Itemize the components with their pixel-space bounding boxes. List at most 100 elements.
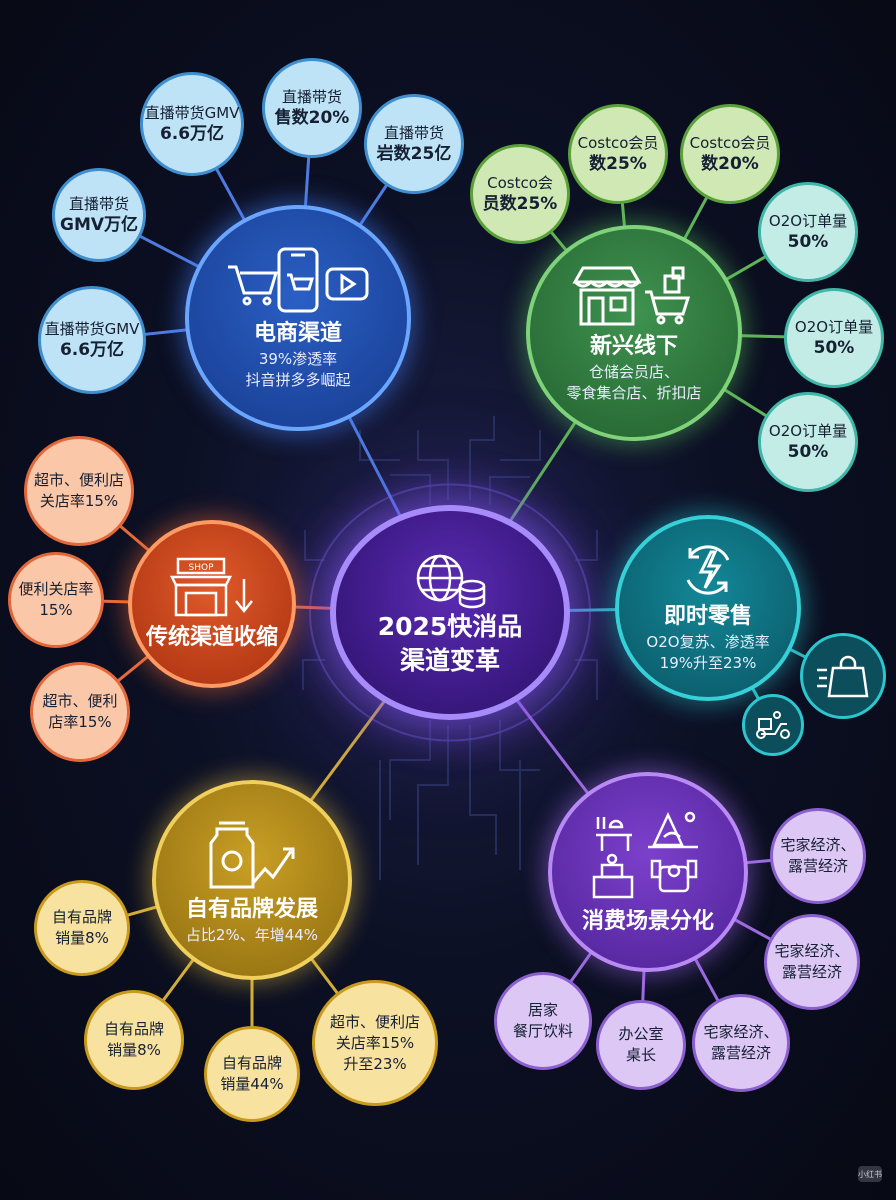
bubble-line: 便利关店率 (18, 580, 94, 598)
hub-ecommerce-sub1: 39%渗透率 (258, 350, 338, 368)
circuit-trace (417, 430, 449, 500)
bubble-value: 销量8% (55, 929, 109, 947)
o2o-bubble-2: O2O订单量 50% (784, 288, 884, 388)
bubble-value: 15% (39, 601, 73, 619)
bubble-line: 办公室 (618, 1025, 664, 1043)
scenes-bubble-4: 办公室 桌长 (596, 1000, 686, 1090)
bubble-value: GMV万亿 (59, 215, 139, 235)
bubble-line: 宅家经济、 (780, 836, 856, 854)
globe-database-icon (416, 554, 486, 608)
circuit-trace (575, 530, 598, 561)
bubble-value: 升至23% (343, 1054, 407, 1073)
bubble-value: 50% (787, 442, 829, 462)
o2o-bubble-1: O2O订单量 50% (758, 182, 858, 282)
hub-private-title: 自有品牌发展 (185, 896, 318, 922)
shopping-bag-icon (817, 655, 869, 698)
hub-offline: 新兴线下 仓储会员店、 零食集合店、折扣店 (526, 225, 742, 441)
bubble-value: 50% (813, 338, 855, 358)
scene-icons (592, 811, 698, 899)
bubble-line: 自有品牌 (221, 1054, 282, 1072)
bubble-line: 直播带货GMV (144, 104, 240, 122)
bubble-line: 宅家经济、 (774, 942, 850, 960)
circuit-trace (575, 659, 598, 700)
bubble-line: 超市、便利店 (33, 471, 124, 489)
hub-instant: 即时零售 O2O复苏、渗透率 19%升至23% (615, 515, 801, 701)
circuit-trace (489, 476, 530, 505)
ecom-bubble-5: 直播带货GMV 6.6万亿 (38, 286, 146, 394)
bubble-line: 直播带货 (68, 195, 129, 213)
offline-bubble-2: Costco会员 数25% (568, 104, 668, 204)
delivery-bubble (742, 694, 804, 756)
hub-instant-title: 即时零售 (663, 604, 752, 629)
shop-sign-text: SHOP (189, 563, 215, 573)
center-title-line2: 渠道变革 (399, 645, 500, 675)
bubble-value: 50% (787, 232, 829, 252)
bubble-line: 直播带货GMV (44, 320, 140, 338)
o2o-bubble-3: O2O订单量 50% (758, 392, 858, 492)
scenes-bubble-2: 宅家经济、 露营经济 (764, 914, 860, 1010)
circuit-trace (390, 474, 431, 505)
hub-scenes-title: 消费场景分化 (581, 909, 714, 934)
bubble-line: 露营经济 (781, 963, 842, 981)
bubble-value: 销量44% (220, 1075, 284, 1093)
hub-ecommerce-sub2: 抖音拼多多崛起 (245, 371, 351, 389)
ecom-bubble-2: 直播带货 售数20% (262, 58, 362, 158)
hub-instant-sub2: 19%升至23% (659, 654, 757, 672)
offline-bubble-1: Costco会 员数25% (470, 144, 570, 244)
bubble-line: Costco会 (487, 174, 553, 192)
hub-offline-title: 新兴线下 (589, 334, 678, 359)
bubble-line: 自有品牌 (51, 908, 112, 926)
bubble-value: 销量8% (107, 1041, 161, 1059)
bubble-line: 露营经济 (787, 857, 848, 875)
bubble-line: 关店率15% (335, 1033, 415, 1052)
bubble-line: O2O订单量 (768, 422, 848, 440)
scenes-bubble-1: 宅家经济、 露营经济 (770, 808, 866, 904)
hub-private: 自有品牌发展 占比2%、年增44% (152, 780, 352, 980)
circuit-trace (499, 720, 540, 771)
bubble-line: 直播带货 (383, 124, 444, 142)
private-bubble-3: 自有品牌 销量44% (204, 1026, 300, 1122)
ecom-bubble-4: 直播带货 GMV万亿 (52, 168, 146, 262)
bubble-line: 直播带货 (281, 88, 342, 106)
hub-offline-sub1: 仓储会员店、 (588, 363, 679, 381)
shopping-bag-bubble (800, 633, 886, 719)
hub-ecommerce-title: 电商渠道 (253, 321, 342, 346)
bag-growth-icon (209, 821, 295, 888)
delivery-scooter-icon (756, 711, 790, 739)
watermark-logo: 小红书 (858, 1166, 882, 1182)
hub-traditional: SHOP 传统渠道收缩 (128, 520, 296, 688)
center-hub: 2025快消品 渠道变革 (330, 505, 570, 720)
hub-offline-sub2: 零食集合店、折扣店 (566, 384, 702, 402)
store-cart-icon (572, 266, 691, 326)
bubble-line: Costco会员 (689, 134, 771, 152)
bubble-value: 店率15% (48, 713, 112, 731)
hub-instant-sub1: O2O复苏、渗透率 (646, 633, 770, 651)
bubble-line: 超市、便利店 (329, 1012, 420, 1031)
trad-bubble-2: 便利关店率 15% (8, 552, 104, 648)
scenes-bubble-3: 宅家经济、 露营经济 (692, 994, 790, 1092)
hub-private-sub1: 占比2%、年增44% (185, 925, 319, 944)
bubble-line: 桌长 (625, 1046, 656, 1064)
cart-phone-video-icon (228, 247, 369, 313)
bubble-line: 超市、便利 (42, 692, 118, 710)
bubble-line: O2O订单量 (794, 318, 874, 336)
bubble-line: 自有品牌 (103, 1020, 164, 1038)
bubble-line: O2O订单量 (768, 212, 848, 230)
bubble-line: 餐厅饮料 (512, 1022, 573, 1040)
circuit-trace (304, 530, 325, 561)
circuit-trace (359, 430, 400, 461)
center-glow-ring (309, 483, 591, 742)
bubble-value: 岩数25亿 (376, 144, 452, 164)
ecom-bubble-3: 直播带货 岩数25亿 (364, 94, 464, 194)
bubble-value: 数25% (589, 154, 647, 174)
offline-bubble-3: Costco会员 数20% (680, 104, 780, 204)
ecom-bubble-1: 直播带货GMV 6.6万亿 (140, 72, 244, 176)
bubble-value: 6.6万亿 (59, 340, 125, 360)
bubble-value: 6.6万亿 (159, 124, 225, 144)
bubble-value: 员数25% (482, 194, 558, 214)
center-title-line1: 2025快消品 (377, 611, 523, 641)
bubble-line: 宅家经济、 (703, 1023, 779, 1041)
hub-scenes: 消费场景分化 (548, 772, 748, 972)
hub-ecommerce: 电商渠道 39%渗透率 抖音拼多多崛起 (185, 205, 411, 431)
private-bubble-4: 超市、便利店 关店率15% 升至23% (312, 980, 438, 1106)
